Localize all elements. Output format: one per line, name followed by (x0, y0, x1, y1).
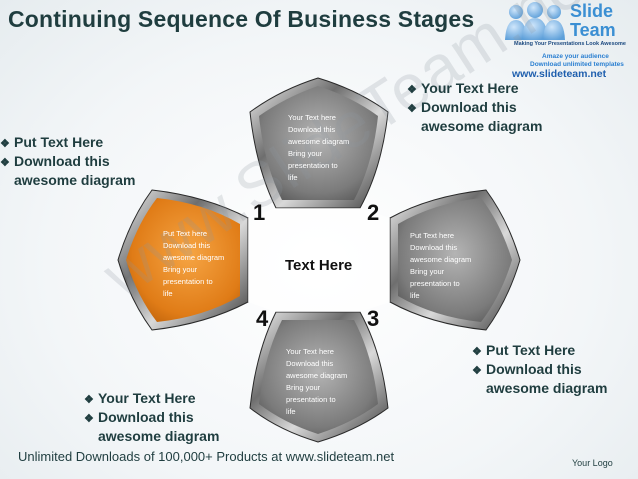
diamond-bullet-icon: ❖ (472, 365, 482, 377)
stage-number-4: 4 (256, 306, 269, 331)
stage-bottom-line-1: Your Text here (286, 347, 334, 356)
footer-text: Unlimited Downloads of 100,000+ Products… (18, 449, 395, 464)
callout-right-line-1: Put Text Here (486, 342, 576, 358)
stage-number-3: 3 (367, 306, 380, 331)
diamond-bullet-icon: ❖ (84, 413, 94, 425)
stage-number-1: 1 (253, 200, 266, 225)
stage-left-line-5: presentation to (163, 277, 213, 286)
diamond-bullet-icon: ❖ (407, 103, 417, 115)
stage-top-label: Your Text here Download this awesome dia… (288, 112, 368, 184)
center-text: Text Here (285, 257, 353, 274)
logo-tagline: Making Your Presentations Look Awesome (514, 41, 626, 47)
callout-left-line-3: awesome diagram (14, 172, 136, 188)
diamond-bullet-icon: ❖ (84, 394, 94, 406)
stage-top-line-3: awesome diagram (288, 137, 350, 146)
callout-right: ❖ Put Text Here ❖ Download this awesome di… (472, 342, 607, 397)
stage-bottom-line-2: Download this (286, 359, 334, 368)
callout-right-line-2: Download this (486, 361, 582, 377)
stage-left-label: Put Text here Download this awesome diag… (163, 228, 243, 300)
stage-number-2: 2 (367, 200, 380, 225)
stage-bottom-shield (249, 311, 389, 443)
stage-left-line-1: Put Text here (163, 229, 208, 238)
slideteam-logo: Slide Team Making Your Presentations Loo… (500, 0, 638, 80)
stage-bottom-line-5: presentation to (286, 395, 336, 404)
stage-left-line-4: Bring your (163, 265, 198, 274)
callout-bottom-left-line-3: awesome diagram (98, 428, 220, 444)
callout-top-right: ❖ Your Text Here ❖ Download this awesome d… (407, 80, 542, 135)
stage-right-line-1: Put Text here (410, 231, 455, 240)
stage-right-line-6: life (410, 291, 420, 300)
stage-left-shield (117, 189, 249, 331)
stage-bottom-line-4: Bring your (286, 383, 321, 392)
logo-site: www.slideteam.net (512, 68, 607, 80)
callout-top-right-line-2: Download this (421, 99, 517, 115)
diamond-bullet-icon: ❖ (407, 84, 417, 96)
center-ring (248, 208, 390, 312)
callout-right-line-3: awesome diagram (486, 380, 608, 396)
your-logo-placeholder: Your Logo (572, 458, 613, 468)
stage-right-line-3: awesome diagram (410, 255, 472, 264)
callout-bottom-left: ❖ Your Text Here ❖ Download this awesome d… (84, 390, 219, 445)
stage-top-line-5: presentation to (288, 161, 338, 170)
logo-brand-slide: Slide (570, 1, 614, 21)
stage-right-label: Put Text here Download this awesome diag… (410, 230, 490, 302)
stage-top-line-4: Bring your (288, 149, 323, 158)
diamond-bullet-icon: ❖ (472, 346, 482, 358)
stage-top-line-1: Your Text here (288, 113, 336, 122)
stage-right-line-4: Bring your (410, 267, 445, 276)
callout-top-right-line-1: Your Text Here (421, 80, 519, 96)
callout-bottom-left-line-1: Your Text Here (98, 390, 196, 406)
stage-left-line-3: awesome diagram (163, 253, 225, 262)
callout-bottom-left-line-2: Download this (98, 409, 194, 425)
stage-left-line-6: life (163, 289, 173, 298)
slide-title: Continuing Sequence Of Business Stages (8, 6, 475, 32)
logo-promo-2: Download unlimited templates (530, 61, 624, 68)
callout-left: ❖ Put Text Here ❖ Download this awesome di… (0, 134, 135, 189)
stage-right-line-5: presentation to (410, 279, 460, 288)
stage-bottom-line-3: awesome diagram (286, 371, 348, 380)
callout-top-right-line-3: awesome diagram (421, 118, 543, 134)
logo-brand-team: Team (570, 20, 616, 40)
diamond-bullet-icon: ❖ (0, 157, 10, 169)
stage-bottom-label: Your Text here Download this awesome dia… (286, 346, 366, 418)
callout-left-line-1: Put Text Here (14, 134, 104, 150)
stage-top-shield (249, 77, 389, 209)
diamond-bullet-icon: ❖ (0, 138, 10, 150)
logo-promo-1: Amaze your audience (542, 53, 609, 60)
people-icon (505, 2, 565, 40)
stage-right-shield (389, 189, 521, 331)
stage-left-line-2: Download this (163, 241, 211, 250)
callout-left-line-2: Download this (14, 153, 110, 169)
stage-right-line-2: Download this (410, 243, 458, 252)
stage-top-line-6: life (288, 173, 298, 182)
stage-top-line-2: Download this (288, 125, 336, 134)
stage-bottom-line-6: life (286, 407, 296, 416)
